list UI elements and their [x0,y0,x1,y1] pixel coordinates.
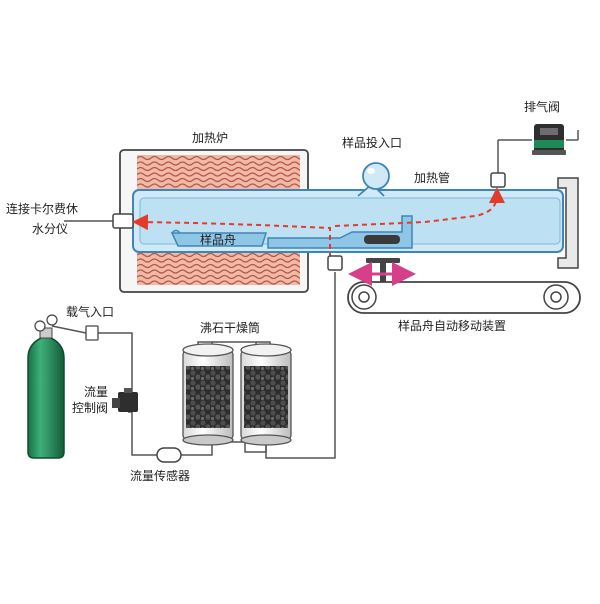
kf-label-line1: 连接卡尔费休 [6,201,78,216]
sample-inlet-label: 样品投入口 [342,135,402,150]
zeolite-label: 沸石干燥筒 [200,320,260,335]
sample-boat: 样品舟 [170,229,268,247]
furnace-heater-top [137,155,300,190]
heater-waves-bottom [137,252,300,285]
heater-wave-line-1 [137,258,300,263]
tube-end-flange [557,177,579,269]
heating-tube-label: 加热管 [414,170,450,185]
exhaust-valve [532,124,566,155]
tube-gas-inlet-fitting [327,255,343,271]
exhaust-line [490,130,579,188]
carrier-inlet-label: 载气入口 [66,304,114,319]
cylinder-gauge-icon-2 [46,314,58,326]
heater-wave-line-4 [137,274,300,280]
heater-waves-top [137,155,300,188]
heater-wave-line-3 [137,172,300,177]
boat-mover-label: 样品舟自动移动装置 [398,318,506,333]
carrier-inlet-fitting [85,325,99,341]
furnace-label: 加热炉 [192,131,228,145]
exhaust-valve-label: 排气阀 [524,99,560,114]
heater-wave-line-2 [137,263,300,269]
heater-wave-line-2 [137,166,300,172]
flow-valve-label-line2: 控制阀 [72,401,108,415]
furnace-heater-bottom [137,252,300,285]
flow-sensor [156,447,182,463]
boat-carrier [267,215,413,249]
boat-mover [347,258,581,314]
flow-control-valve [112,388,138,412]
kf-outlet-fitting [64,213,134,229]
heater-wave-line-5 [137,280,300,285]
kf-label-line2: 水分仪 [32,222,68,236]
flow-valve-label-line1: 流量 [84,385,108,399]
gas-flow-path [132,187,505,258]
heater-wave-line-1 [137,161,300,166]
zeolite-canister-1 [182,343,234,446]
heater-wave-line-3 [137,269,300,274]
flow-sensor-label: 流量传感器 [130,468,190,483]
cylinder-gauge-icon [34,320,46,332]
zeolite-canister-2 [240,343,292,446]
sample-inlet [357,162,390,197]
mover-magnet-stand [380,262,386,282]
heater-wave-line-4 [137,177,300,183]
sample-boat-label: 样品舟 [200,232,236,247]
heater-wave-line-5 [137,183,300,188]
boat-magnet [364,235,400,244]
gas-cylinder [27,314,99,459]
heater-wave-line-0 [137,252,300,258]
heater-wave-line-0 [137,155,300,161]
exhaust-fitting [490,172,506,188]
